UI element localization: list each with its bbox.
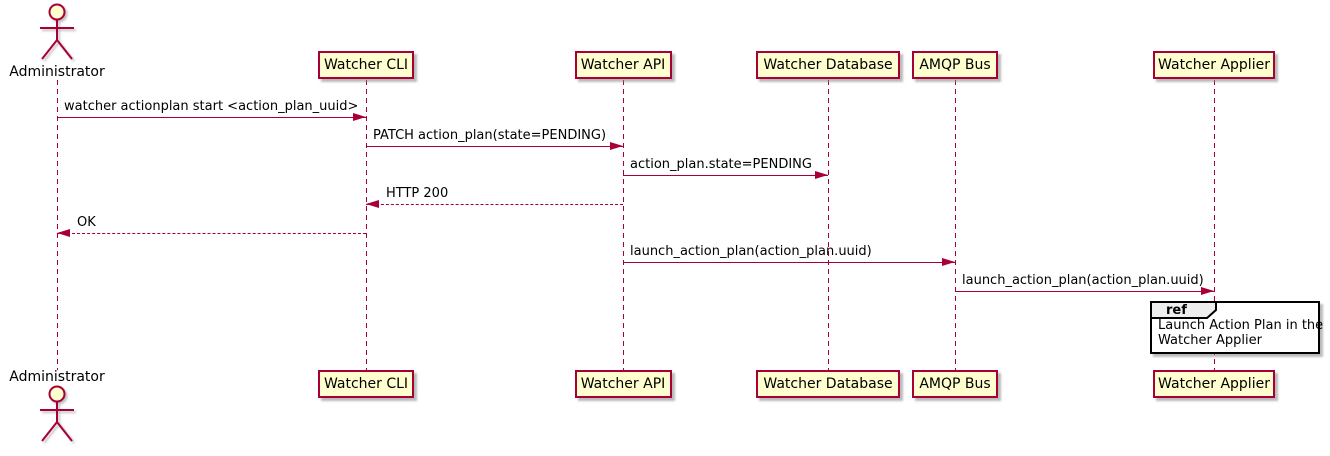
participant-label: Watcher API <box>580 376 666 392</box>
actor-icon <box>40 3 74 60</box>
message-2-label: PATCH action_plan(state=PENDING) <box>373 128 607 143</box>
message-5-arrowhead-icon <box>57 229 70 237</box>
participant-watcher-cli-bottom: Watcher CLI <box>318 370 414 398</box>
message-1-arrowhead-icon <box>353 113 366 121</box>
ref-keyword-label: ref <box>1166 303 1187 318</box>
participant-label: Watcher API <box>580 57 666 73</box>
participant-label: Watcher CLI <box>323 376 409 392</box>
participant-amqp-bus-bottom: AMQP Bus <box>912 370 998 398</box>
message-1-label: watcher actionplan start <action_plan_uu… <box>64 99 359 114</box>
participant-watcher-database-top: Watcher Database <box>756 51 900 79</box>
ref-text-line-1: Launch Action Plan in the <box>1158 318 1324 333</box>
lifeline-administrator <box>57 80 58 370</box>
message-4-arrowhead-icon <box>366 200 379 208</box>
ref-header-pentagon <box>1150 301 1217 319</box>
message-3-arrowhead-icon <box>815 171 828 179</box>
message-2-line <box>366 146 623 147</box>
message-7-label: launch_action_plan(action_plan.uuid) <box>962 273 1204 288</box>
actor-icon <box>40 385 74 442</box>
message-6-line <box>623 262 955 263</box>
actor-administrator-figure-bottom <box>37 385 77 443</box>
message-5-line <box>57 233 366 234</box>
message-1-line <box>57 117 366 118</box>
message-4-label: HTTP 200 <box>386 186 449 201</box>
message-4-line <box>366 204 623 205</box>
participant-watcher-api-bottom: Watcher API <box>574 370 672 398</box>
participant-label: Watcher Applier <box>1158 376 1270 392</box>
ref-text-line-2: Watcher Applier <box>1158 333 1262 348</box>
participant-label: Watcher Database <box>763 57 893 73</box>
participant-watcher-api-top: Watcher API <box>574 51 672 79</box>
actor-administrator-label-bottom: Administrator <box>9 369 105 385</box>
participant-watcher-applier-bottom: Watcher Applier <box>1153 370 1275 398</box>
participant-watcher-cli-top: Watcher CLI <box>318 51 414 79</box>
actor-administrator-label-top: Administrator <box>9 64 105 80</box>
message-3-line <box>623 175 828 176</box>
actor-administrator-figure-top <box>37 3 77 61</box>
participant-label: Watcher Applier <box>1158 57 1270 73</box>
message-7-line <box>955 291 1214 292</box>
lifeline-watcher-api <box>623 80 624 370</box>
lifeline-watcher-database <box>828 80 829 370</box>
message-3-label: action_plan.state=PENDING <box>630 157 812 172</box>
message-7-arrowhead-icon <box>1201 287 1214 295</box>
participant-label: AMQP Bus <box>919 57 991 73</box>
message-5-label: OK <box>77 215 96 230</box>
lifeline-amqp-bus <box>955 80 956 370</box>
participant-watcher-database-bottom: Watcher Database <box>756 370 900 398</box>
participant-amqp-bus-top: AMQP Bus <box>912 51 998 79</box>
lifeline-watcher-cli <box>366 80 367 370</box>
message-6-label: launch_action_plan(action_plan.uuid) <box>630 244 872 259</box>
participant-label: Watcher Database <box>763 376 893 392</box>
participant-watcher-applier-top: Watcher Applier <box>1153 51 1275 79</box>
lifeline-watcher-applier <box>1214 80 1215 370</box>
message-6-arrowhead-icon <box>942 258 955 266</box>
participant-label: AMQP Bus <box>919 376 991 392</box>
message-2-arrowhead-icon <box>610 142 623 150</box>
participant-label: Watcher CLI <box>323 57 409 73</box>
